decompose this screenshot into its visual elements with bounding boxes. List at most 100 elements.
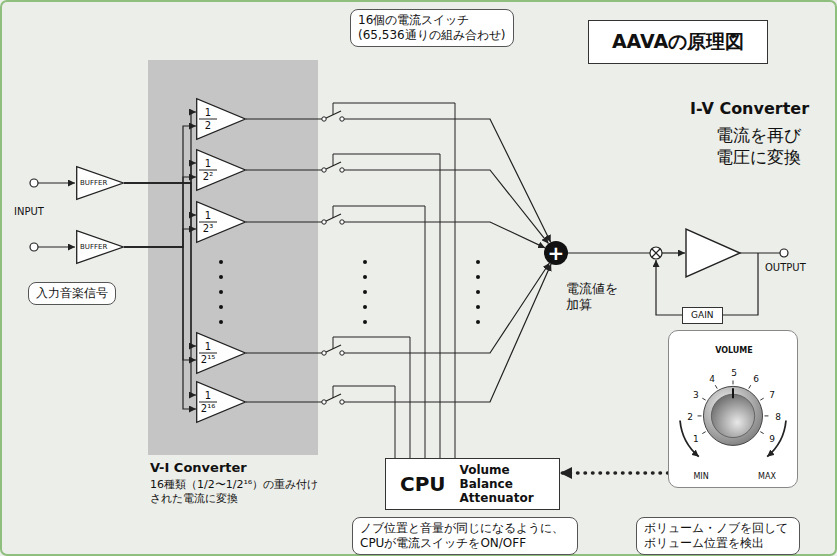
knob-title: VOLUME — [715, 347, 753, 355]
note-text: 入力音楽信号 — [36, 286, 108, 301]
fraction-denominator: 2¹⁶ — [199, 404, 217, 414]
triangle-outline — [197, 150, 246, 191]
text-label: OUTPUT — [765, 262, 806, 273]
fraction: 12¹⁵ — [199, 342, 217, 365]
signal-wire — [124, 126, 196, 247]
scale-end: MIN — [693, 473, 708, 481]
signal-wire — [124, 112, 196, 183]
tri-node: 12³ — [196, 201, 246, 243]
signal-wire — [124, 183, 196, 346]
switch-gap — [326, 166, 340, 174]
fraction-denominator: 2¹⁵ — [199, 355, 217, 365]
scale-number: 1 — [693, 435, 699, 444]
switch-gap — [326, 398, 340, 406]
fraction-numerator: 1 — [199, 159, 217, 171]
switch-gap — [326, 218, 340, 226]
triangle-outline — [197, 202, 246, 243]
switch-contact — [322, 168, 326, 172]
fraction-denominator: 2² — [199, 172, 217, 182]
tri-node: 12¹⁵ — [196, 332, 246, 374]
scale-number: 7 — [769, 391, 775, 400]
gain-node: GAIN — [682, 307, 723, 324]
diagram-title: AAVAの原理図 — [599, 29, 757, 55]
text-label: 電流値を 加算 — [566, 281, 622, 314]
text-label: 電流を再び 電圧に変換 — [716, 124, 808, 168]
signal-wire — [124, 163, 196, 183]
signal-wire — [124, 247, 196, 409]
note-node: ノブ位置と音量が同じになるように、CPUが電流スイッチをON/OFF — [352, 517, 578, 555]
scale-number: 2 — [687, 413, 693, 422]
triangle-outline — [197, 333, 246, 374]
switch-contact — [340, 117, 344, 121]
signal-wire — [246, 263, 549, 353]
note-node: ボリューム・ノブを回してボリューム位置を検出 — [636, 517, 800, 555]
switch-contact — [322, 400, 326, 404]
switch-contact — [322, 351, 326, 355]
fraction-numerator: 1 — [199, 342, 217, 354]
panel-note: 16種類（1/2〜1/2¹⁶）の重み付けされた電流に変換 — [150, 478, 326, 507]
note-text: 16個の電流スイッチ (65,536通りの組み合わせ) — [358, 13, 506, 43]
buf-node: BUFFER — [76, 230, 124, 264]
tri-node: 12¹⁶ — [196, 381, 246, 423]
control-line — [333, 206, 425, 458]
control-line — [333, 154, 440, 458]
fraction: 12 — [199, 108, 217, 131]
signal-wire — [246, 170, 549, 244]
buf-node: BUFFER — [76, 166, 124, 200]
scale-number: 4 — [709, 374, 715, 383]
buffer-label: BUFFER — [80, 243, 107, 251]
fraction-denominator: 2³ — [199, 224, 217, 234]
tri-node: 12 — [196, 98, 246, 140]
text-label: I-V Converter — [690, 99, 809, 118]
scale-number: 8 — [775, 413, 781, 422]
iv-converter — [568, 229, 788, 315]
cpu-function: Volume Balance Attenuator — [460, 463, 540, 505]
tri-node: 12² — [196, 149, 246, 191]
cpu-label: CPU — [400, 472, 446, 496]
title-box: AAVAの原理図 — [588, 20, 768, 64]
fraction: 12¹⁶ — [199, 391, 217, 414]
cpu-node: CPU Volume Balance Attenuator — [385, 458, 560, 510]
note-node: 入力音楽信号 — [28, 282, 116, 305]
fraction: 12³ — [199, 211, 217, 234]
switch-contact — [322, 117, 326, 121]
dotted-arrow — [560, 471, 668, 475]
buffer-label: BUFFER — [80, 179, 107, 187]
control-line — [333, 386, 395, 458]
signal-wire — [124, 183, 196, 395]
scale-end: MAX — [758, 473, 776, 481]
switch-contact — [340, 351, 344, 355]
scale-number: 9 — [769, 435, 775, 444]
sum-node: + — [544, 241, 568, 265]
control-line — [333, 337, 410, 458]
fraction-numerator: 1 — [199, 211, 217, 223]
signal-wire — [124, 247, 196, 360]
triangle-outline — [197, 99, 246, 140]
summing-fill — [544, 241, 568, 265]
panel-node: V-I Converter16種類（1/2〜1/2¹⁶）の重み付けされた電流に変… — [148, 60, 318, 455]
signal-wire — [124, 229, 196, 247]
fraction: 12² — [199, 159, 217, 182]
scale-number: 6 — [753, 374, 759, 383]
note-text: ノブ位置と音量が同じになるように、CPUが電流スイッチをON/OFF — [360, 521, 570, 551]
text-label: INPUT — [14, 206, 44, 217]
switch-contact — [322, 220, 326, 224]
fraction-numerator: 1 — [199, 391, 217, 403]
note-text: ボリューム・ノブを回してボリューム位置を検出 — [644, 521, 792, 551]
fraction-numerator: 1 — [199, 108, 217, 120]
control-line — [333, 103, 455, 458]
switch-gap — [326, 115, 340, 123]
fraction-denominator: 2 — [199, 121, 217, 131]
signal-wire — [124, 177, 196, 247]
plus-sign: + — [544, 241, 568, 265]
switch-contact — [340, 168, 344, 172]
signal-wire — [124, 183, 196, 215]
signal-wire — [246, 119, 551, 242]
switch-contact — [340, 220, 344, 224]
signal-wire — [246, 222, 545, 248]
triangle-outline — [77, 231, 124, 264]
signal-wire — [246, 264, 551, 402]
scale-number: 3 — [693, 391, 699, 400]
triangle-outline — [77, 167, 124, 200]
